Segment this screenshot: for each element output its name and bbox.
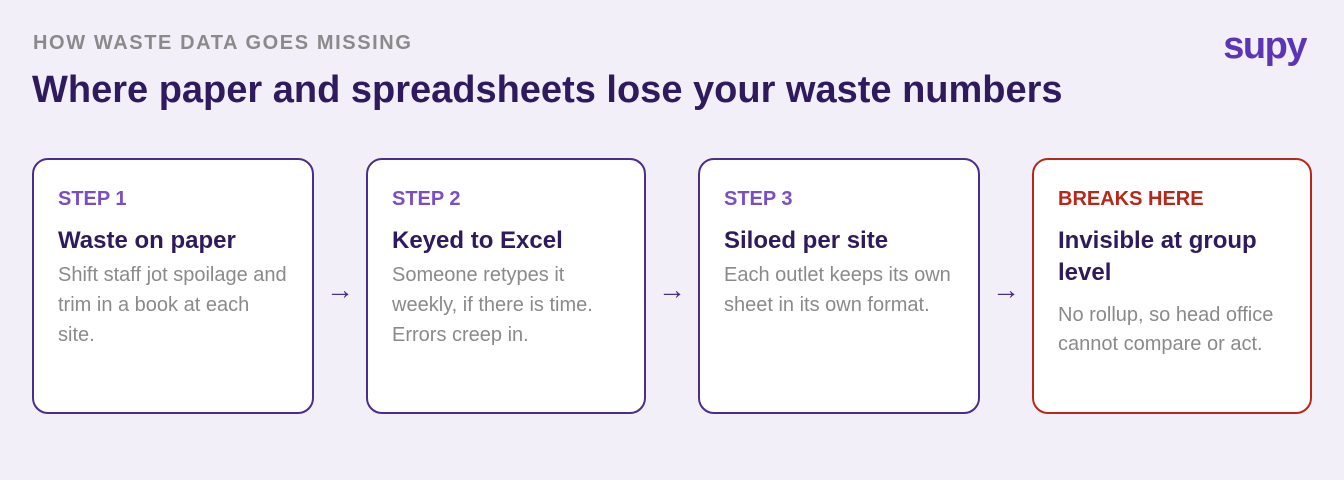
step-card-1: STEP 1 Waste on paper Shift staff jot sp… bbox=[32, 158, 314, 414]
step-title: Waste on paper bbox=[58, 227, 236, 254]
page-title: Where paper and spreadsheets lose your w… bbox=[32, 69, 1063, 111]
step-description: Each outlet keeps its own sheet in its o… bbox=[724, 264, 951, 316]
right-arrow-icon: → bbox=[658, 274, 686, 305]
step-label: STEP 3 bbox=[724, 188, 793, 210]
step-description: Shift staff jot spoilage and trim in a b… bbox=[58, 264, 287, 346]
breaks-here-card: BREAKS HERE Invisible at group level No … bbox=[1032, 158, 1312, 414]
step-label: STEP 1 bbox=[58, 188, 127, 210]
supy-logo: supy bbox=[1223, 25, 1307, 67]
step-label: STEP 2 bbox=[392, 188, 461, 210]
right-arrow-icon: → bbox=[992, 274, 1020, 305]
breaks-here-label: BREAKS HERE bbox=[1058, 188, 1204, 210]
step-title: Siloed per site bbox=[724, 227, 889, 254]
step-title: Invisible at group level bbox=[1058, 227, 1257, 286]
eyebrow-label: HOW WASTE DATA GOES MISSING bbox=[33, 32, 413, 54]
right-arrow-icon: → bbox=[326, 274, 354, 305]
step-title: Keyed to Excel bbox=[392, 227, 563, 254]
step-description: Someone retypes it weekly, if there is t… bbox=[392, 264, 593, 346]
step-description: No rollup, so head office cannot compare… bbox=[1058, 304, 1274, 355]
step-card-3: STEP 3 Siloed per site Each outlet keeps… bbox=[698, 158, 980, 414]
step-card-2: STEP 2 Keyed to Excel Someone retypes it… bbox=[366, 158, 646, 414]
